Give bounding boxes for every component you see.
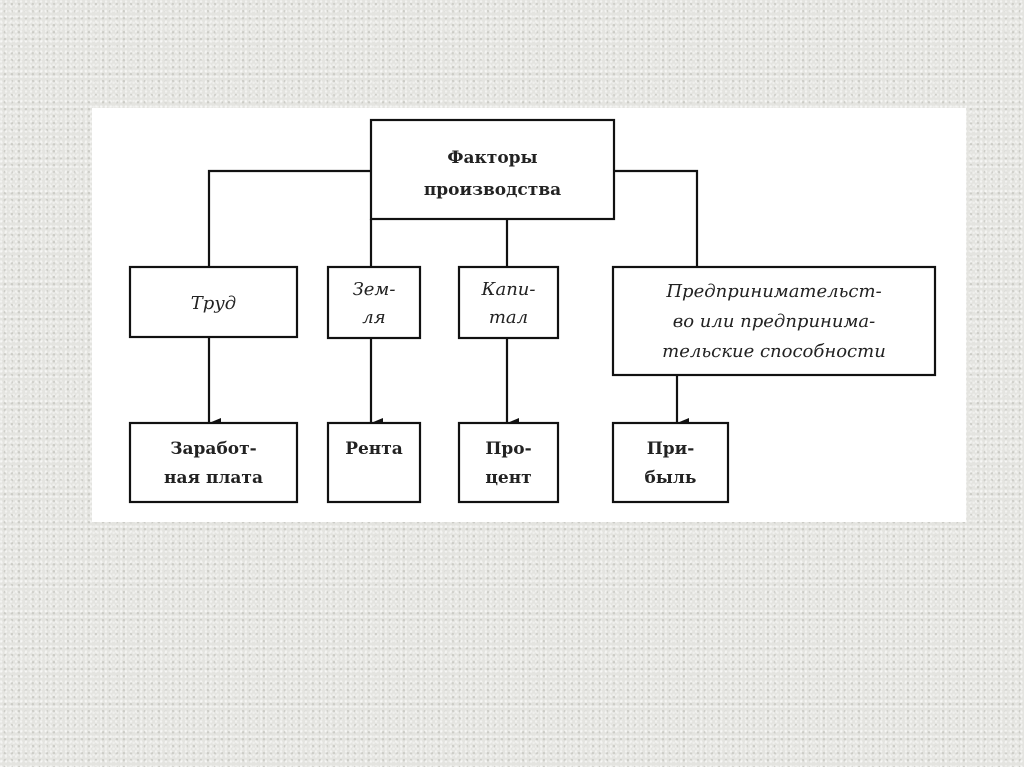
income-interest: Про-цент	[457, 421, 560, 504]
connector-entrepreneurship	[614, 169, 699, 267]
income-wage: Заработ-ная плата	[128, 421, 299, 504]
factor-entrepreneurship-label: во или предпринима-	[673, 311, 875, 332]
factor-entrepreneurship: Предпринимательст-во или предпринима-тел…	[611, 265, 937, 377]
root-box: Факторы производства	[369, 118, 616, 221]
income-wage-label: Заработ-	[170, 439, 256, 459]
income-rent-frame	[326, 421, 422, 504]
income-rent: Рента	[326, 421, 422, 504]
factor-labor-label: Труд	[191, 293, 236, 314]
factor-entrepreneurship-label: тельские способности	[662, 341, 886, 362]
income-rent-label: Рента	[345, 439, 403, 459]
factor-entrepreneurship-label: Предпринимательст-	[665, 281, 881, 302]
factor-land-label: Зем-	[353, 279, 396, 300]
income-profit: При-быль	[611, 421, 730, 504]
factor-capital-label: Капи-	[481, 279, 536, 300]
connector-labor	[207, 169, 371, 267]
income-profit-label: быль	[645, 468, 697, 488]
factor-land: Зем-ля	[326, 265, 422, 340]
income-wage-frame	[128, 421, 299, 504]
connectors	[207, 169, 699, 428]
factor-capital: Капи-тал	[457, 265, 560, 340]
root-box-label: Факторы	[447, 148, 537, 168]
factor-capital-frame	[457, 265, 560, 340]
factor-entrepreneurship-frame	[611, 265, 937, 377]
factor-labor-frame	[128, 265, 299, 339]
factor-capital-label: тал	[489, 307, 528, 328]
income-profit-label: При-	[647, 439, 695, 459]
income-wage-label: ная плата	[164, 468, 263, 488]
income-interest-frame	[457, 421, 560, 504]
factor-labor: Труд	[128, 265, 299, 339]
root-box-frame	[369, 118, 616, 221]
root-box-label: производства	[424, 180, 561, 200]
factor-land-label: ля	[362, 307, 385, 328]
income-profit-frame	[611, 421, 730, 504]
income-interest-label: цент	[485, 468, 531, 488]
income-interest-label: Про-	[485, 439, 531, 459]
factor-land-frame	[326, 265, 422, 340]
